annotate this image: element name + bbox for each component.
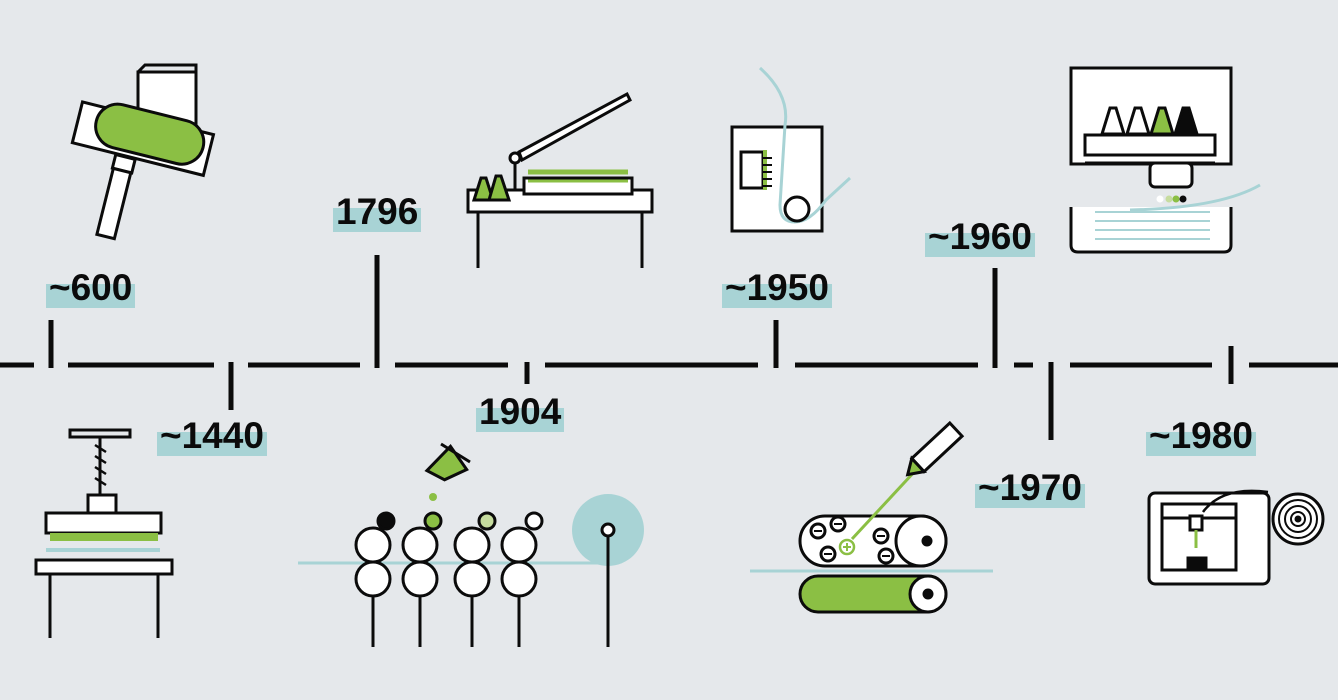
roller-column-1 (354, 511, 396, 647)
timeline-ticks (48, 255, 1234, 440)
inkjet-printer-icon (750, 420, 993, 614)
ink-beaker-icon (424, 442, 471, 501)
screw-press-icon (34, 428, 174, 638)
roller-column-2 (401, 511, 443, 647)
year-label-1440: ~1440 (157, 416, 267, 456)
year-label-1980: ~1980 (1146, 416, 1256, 456)
woodblock-roller-icon (70, 63, 216, 241)
offset-press-rollers-icon (298, 442, 644, 647)
year-label-1960: ~1960 (925, 217, 1035, 257)
laser-printer-icon (1069, 66, 1261, 254)
3d-printer-icon (1147, 489, 1325, 586)
roller-column-3 (453, 511, 497, 647)
year-label-1796: 1796 (333, 192, 422, 232)
year-label-600: ~600 (46, 268, 136, 308)
year-label-1904: 1904 (476, 392, 565, 432)
roller-column-4 (500, 511, 544, 647)
year-label-1970: ~1970 (975, 468, 1085, 508)
paper-feed-printer-icon (730, 66, 852, 233)
lithography-press-icon (466, 91, 654, 268)
year-label-1950: ~1950 (722, 268, 832, 308)
